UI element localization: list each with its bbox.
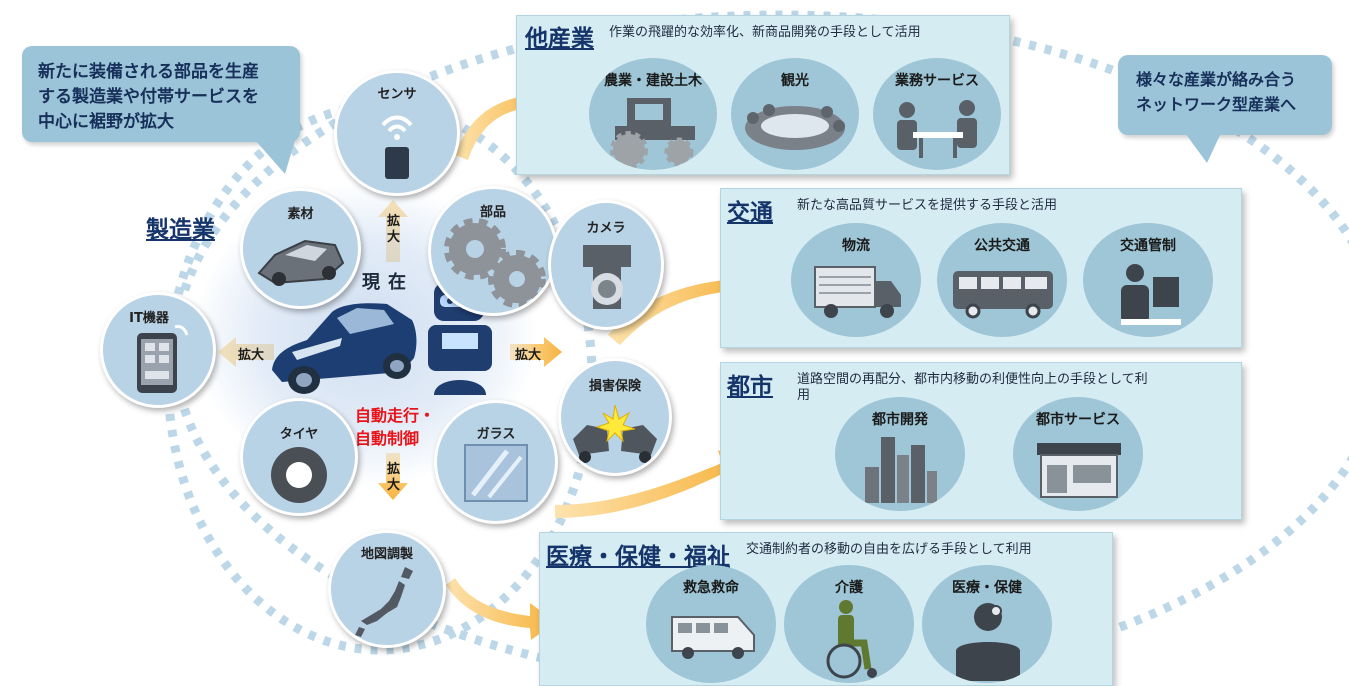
tractor-icon bbox=[610, 98, 695, 168]
nursing-care-circle: 介護 bbox=[784, 565, 914, 683]
city-title: 都市 bbox=[727, 374, 773, 400]
business-service-label: 業務サービス bbox=[895, 73, 979, 89]
expansion-callout: 新たに装備される部品を生産 する製造業や付帯サービスを 中心に裾野が拡大 bbox=[22, 46, 300, 142]
map-circle: 地図調製 bbox=[328, 530, 446, 648]
sensor-icon bbox=[381, 115, 413, 179]
sensor-label: センサ bbox=[377, 87, 417, 102]
arrow-to-medical bbox=[446, 578, 556, 640]
medical-welfare-desc: 交通制約者の移動の自由を広げる手段として利用 bbox=[746, 542, 1032, 557]
it-device-circle: IT機器 bbox=[100, 292, 216, 408]
manufacturing-label: 製造業 bbox=[146, 217, 215, 243]
network-callout-tail bbox=[1185, 133, 1221, 163]
traffic-desc: 新たな高品質サービスを提供する手段と活用 bbox=[797, 198, 1058, 213]
public-transport-label: 公共交通 bbox=[974, 238, 1030, 254]
public-transport-circle: 公共交通 bbox=[937, 223, 1067, 337]
autonomous-car-icon bbox=[272, 303, 417, 394]
meeting-icon bbox=[897, 100, 977, 158]
traffic-title: 交通 bbox=[727, 200, 773, 226]
hot-spring-icon bbox=[745, 104, 845, 150]
glass-label: ガラス bbox=[476, 427, 516, 442]
urban-service-label: 都市サービス bbox=[1036, 412, 1120, 428]
autonomous-line-1: 自動走行・ bbox=[355, 406, 436, 425]
bus-icon bbox=[953, 271, 1053, 319]
parts-label: 部品 bbox=[479, 205, 506, 220]
parts-circle: 部品 bbox=[428, 186, 558, 316]
insurance-label: 損害保険 bbox=[588, 379, 641, 394]
expand-down-char-2: 大 bbox=[387, 478, 401, 493]
car-frame-icon bbox=[257, 239, 345, 286]
urban-development-circle: 都市開発 bbox=[835, 397, 965, 511]
doctor-icon bbox=[956, 603, 1020, 681]
tourism-circle: 観光 bbox=[731, 58, 859, 170]
camera-circle: カメラ bbox=[548, 200, 664, 330]
insurance-circle: 損害保険 bbox=[558, 358, 672, 476]
healthcare-label: 医療・保健 bbox=[952, 580, 1022, 596]
city-desc-line-2: 用 bbox=[797, 388, 811, 403]
expand-label-left: 拡大 bbox=[238, 348, 265, 363]
it-device-label: IT機器 bbox=[129, 311, 169, 326]
logistics-circle: 物流 bbox=[791, 223, 921, 337]
gears-icon bbox=[444, 218, 546, 308]
tire-label: タイヤ bbox=[279, 427, 319, 442]
arrow-to-traffic bbox=[608, 265, 748, 345]
smartphone-icon bbox=[137, 325, 189, 393]
medical-welfare-panel: 医療・保健・福祉 交通制約者の移動の自由を広げる手段として利用 救急救命 介護 … bbox=[539, 532, 1113, 686]
glass-circle: ガラス bbox=[434, 400, 558, 524]
business-service-circle: 業務サービス bbox=[873, 58, 1001, 170]
expand-up-char-2: 大 bbox=[387, 230, 401, 245]
ambulance-icon bbox=[671, 616, 755, 659]
callout-line-3: 中心に裾野が拡大 bbox=[38, 112, 174, 132]
network-line-2: ネットワーク型産業へ bbox=[1136, 95, 1297, 114]
traffic-control-label: 交通管制 bbox=[1120, 238, 1176, 254]
map-label: 地図調製 bbox=[360, 547, 413, 562]
car-crash-icon bbox=[573, 404, 657, 463]
tire-circle: タイヤ bbox=[240, 398, 358, 516]
truck-icon bbox=[814, 266, 901, 318]
expand-down-char-1: 拡 bbox=[387, 462, 401, 477]
city-desc-line-1: 道路空間の再配分、都市内移動の利便性向上の手段として利 bbox=[797, 372, 1148, 387]
traffic-panel: 交通 新たな高品質サービスを提供する手段と活用 物流 公共交通 交通管制 bbox=[720, 188, 1242, 348]
material-circle: 素材 bbox=[240, 188, 361, 309]
agriculture-construction-label: 農業・建設土木 bbox=[604, 73, 702, 89]
callout-tail bbox=[255, 140, 295, 174]
glass-pane-icon bbox=[464, 444, 528, 502]
urban-service-circle: 都市サービス bbox=[1013, 397, 1143, 511]
skyscrapers-icon bbox=[865, 437, 937, 503]
expand-label-down: 拡 大 bbox=[387, 462, 400, 494]
expand-up-char-1: 拡 bbox=[387, 214, 401, 229]
emergency-label: 救急救命 bbox=[683, 580, 739, 596]
store-icon bbox=[1037, 443, 1121, 498]
other-industry-panel: 他産業 作業の飛躍的な効率化、新商品開発の手段として活用 農業・建設土木 観光 … bbox=[516, 15, 1010, 175]
camera-icon bbox=[583, 245, 631, 309]
logistics-label: 物流 bbox=[842, 238, 870, 254]
city-desc: 道路空間の再配分、都市内移動の利便性向上の手段として利 用 bbox=[797, 372, 1148, 404]
expand-label-up: 拡 大 bbox=[387, 214, 400, 246]
agriculture-construction-circle: 農業・建設土木 bbox=[589, 58, 717, 170]
tourism-label: 観光 bbox=[781, 73, 809, 89]
network-line-1: 様々な産業が絡み合う bbox=[1136, 70, 1297, 89]
arrow-to-city bbox=[555, 450, 748, 518]
tire-icon bbox=[271, 447, 327, 503]
other-industry-title: 他産業 bbox=[525, 26, 594, 52]
city-panel: 都市 道路空間の再配分、都市内移動の利便性向上の手段として利 用 都市開発 都市… bbox=[720, 362, 1242, 520]
wheelchair-icon bbox=[826, 600, 877, 679]
japan-map-icon bbox=[355, 567, 413, 637]
material-label: 素材 bbox=[287, 207, 314, 222]
emergency-circle: 救急救命 bbox=[646, 565, 776, 683]
other-industry-desc: 作業の飛躍的な効率化、新商品開発の手段として活用 bbox=[609, 25, 921, 40]
urban-development-label: 都市開発 bbox=[872, 412, 928, 428]
callout-line-1: 新たに装備される部品を生産 bbox=[38, 62, 259, 82]
callout-line-2: する製造業や付帯サービスを bbox=[38, 87, 259, 107]
network-callout: 様々な産業が絡み合う ネットワーク型産業へ bbox=[1118, 55, 1332, 135]
healthcare-circle: 医療・保健 bbox=[922, 565, 1052, 683]
operator-icon bbox=[1121, 264, 1181, 325]
traffic-control-circle: 交通管制 bbox=[1083, 223, 1213, 337]
expand-label-right: 拡大 bbox=[515, 348, 542, 363]
nursing-care-label: 介護 bbox=[835, 580, 863, 596]
sensor-circle: センサ bbox=[334, 70, 460, 196]
autonomous-line-2: 自動制御 bbox=[355, 429, 420, 448]
camera-label: カメラ bbox=[586, 221, 626, 236]
current-label: 現在 bbox=[362, 272, 414, 293]
autonomous-control-label: 自動走行・ 自動制御 bbox=[355, 404, 435, 450]
